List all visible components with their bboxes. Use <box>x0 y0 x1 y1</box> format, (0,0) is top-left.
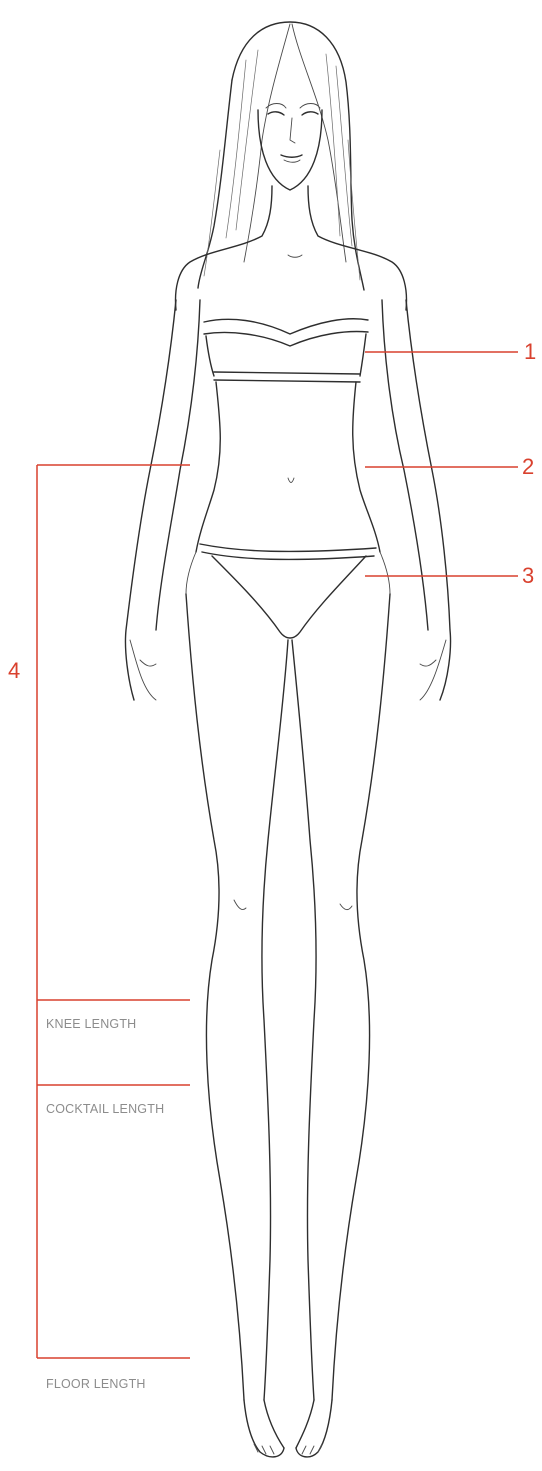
knee-length-label: KNEE LENGTH <box>46 1017 136 1031</box>
floor-length-label: FLOOR LENGTH <box>46 1377 146 1391</box>
cocktail-length-label: COCKTAIL LENGTH <box>46 1102 164 1116</box>
hips-marker: 3 <box>522 565 534 587</box>
length-marker: 4 <box>8 660 20 682</box>
bust-marker: 1 <box>524 341 536 363</box>
waist-marker: 2 <box>522 456 534 478</box>
